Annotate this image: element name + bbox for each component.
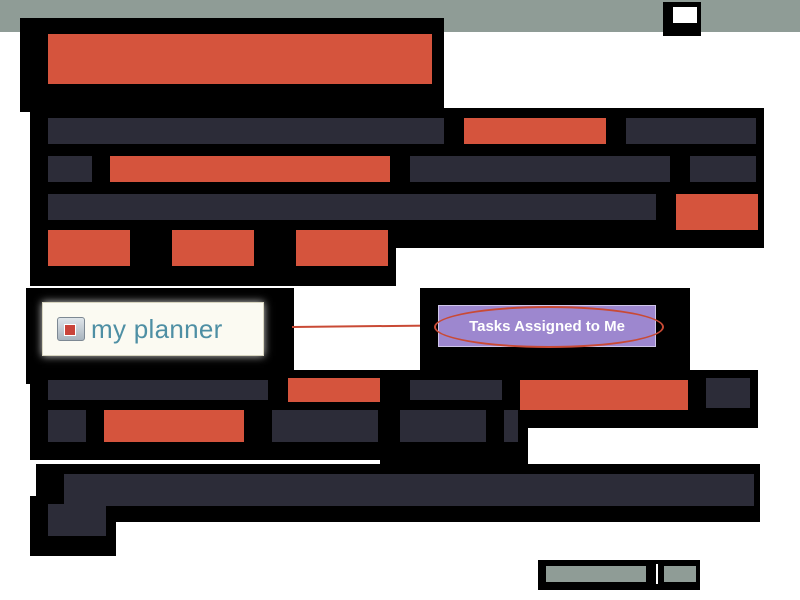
redacted-text-line [48, 380, 268, 400]
redacted-text-line [706, 378, 750, 408]
planner-icon [57, 317, 85, 341]
redacted-text-line [64, 474, 754, 506]
redacted-highlight [110, 156, 390, 182]
redacted-highlight [48, 230, 130, 266]
redacted-highlight [104, 410, 244, 442]
top-bar-button[interactable] [673, 7, 697, 23]
redacted-text-line [626, 118, 756, 144]
redacted-text-line [400, 410, 486, 442]
redacted-text-line [48, 156, 92, 182]
redacted-text-line [48, 194, 656, 220]
redacted-text-line [504, 410, 518, 442]
tasks-assigned-to-me-button[interactable]: Tasks Assigned to Me [438, 305, 656, 347]
redacted-title [48, 34, 432, 84]
redacted-highlight [520, 380, 688, 410]
redacted-highlight [296, 230, 388, 266]
redacted-text-line [48, 504, 106, 536]
redacted-text-line [48, 410, 86, 442]
redacted-text-line [48, 118, 444, 144]
bottom-bar-segment [664, 566, 696, 582]
annotation-connector-line [291, 324, 427, 328]
my-planner-logo: my planner [42, 302, 264, 356]
tasks-button-label: Tasks Assigned to Me [469, 317, 625, 335]
logo-text: my planner [91, 313, 223, 344]
redacted-text-line [272, 410, 378, 442]
redacted-text-line [410, 380, 502, 400]
redacted-text-line [410, 156, 670, 182]
redacted-highlight [172, 230, 254, 266]
bottom-bar-divider [656, 564, 658, 584]
redacted-highlight [676, 194, 758, 230]
redacted-highlight [464, 118, 606, 144]
bottom-bar-segment [546, 566, 646, 582]
redacted-highlight [288, 378, 380, 402]
redacted-text-line [690, 156, 756, 182]
